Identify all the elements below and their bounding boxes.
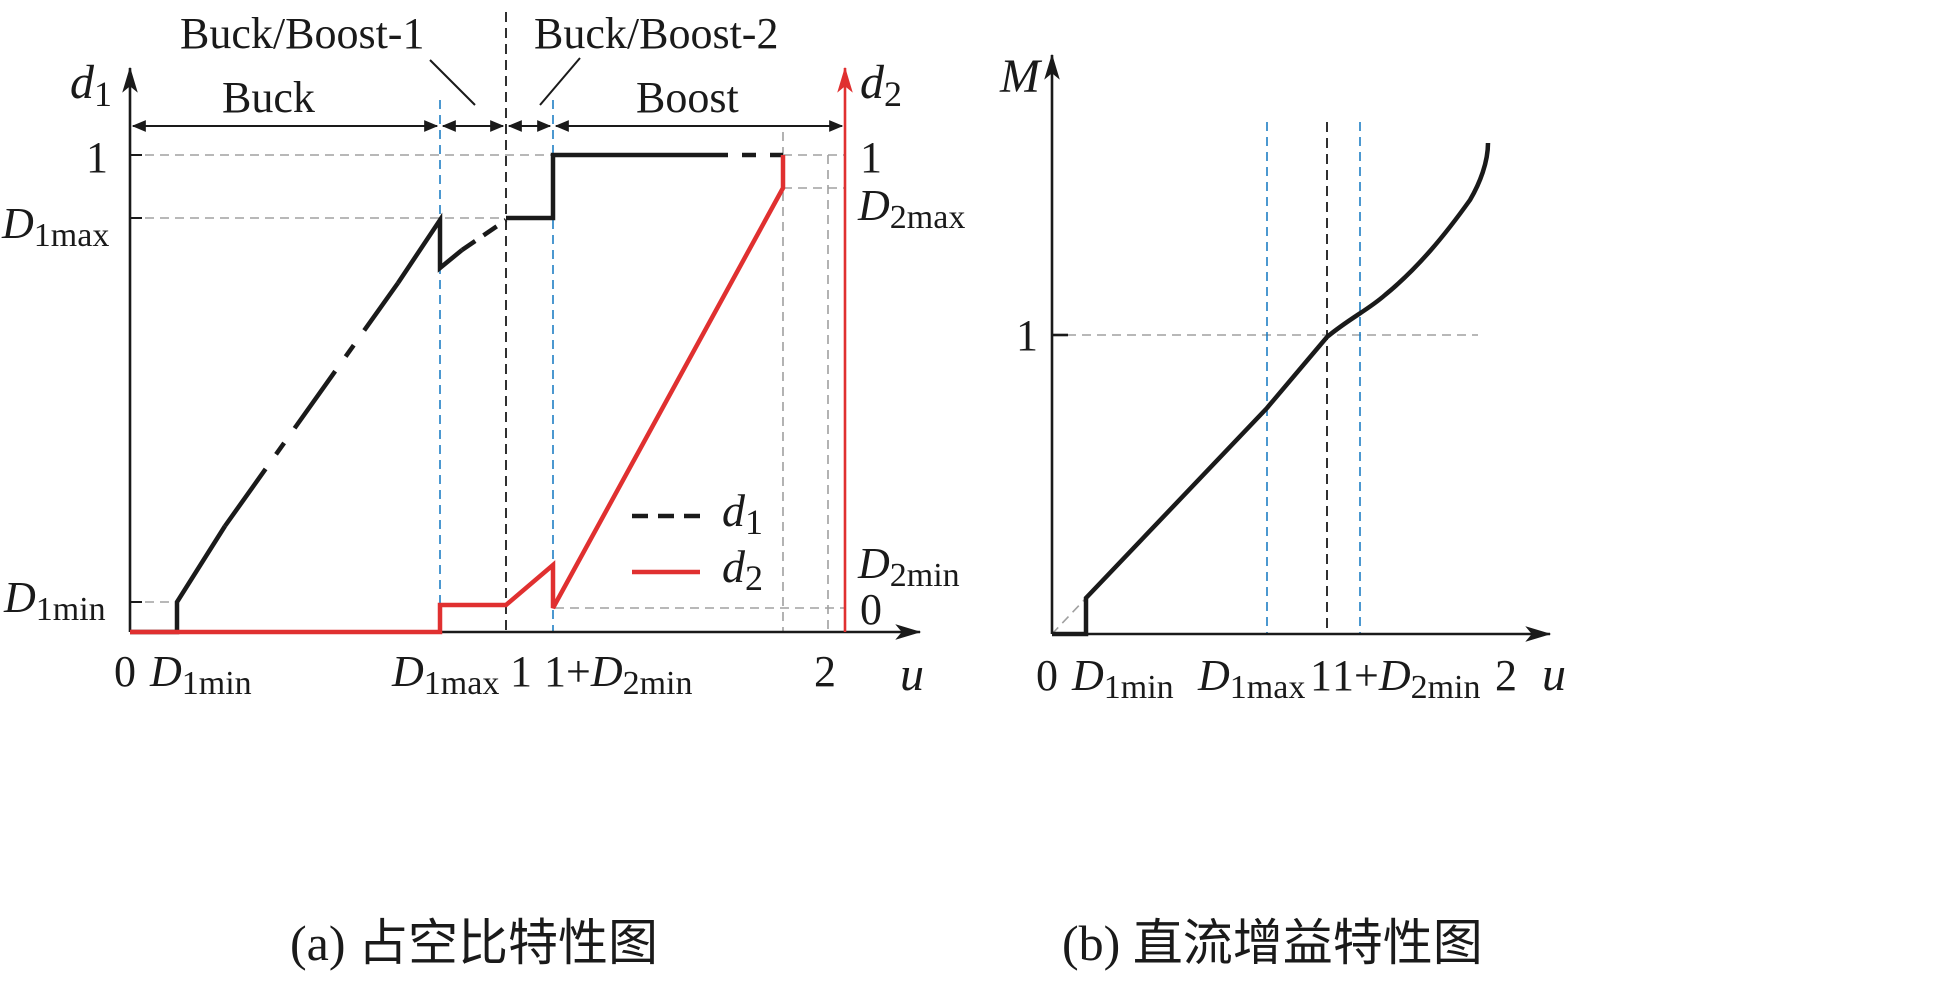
region-label-boost: Boost [636, 73, 739, 122]
d1-seg-bb1-dashed [460, 218, 508, 252]
region-label-buck-boost-1: Buck/Boost-1 [180, 9, 424, 58]
right-tick-zero: 0 [860, 585, 882, 634]
x-tick-d1max-a: D1max [391, 647, 499, 702]
legend-a: d1 d2 [632, 485, 763, 598]
panel-a: 1 D1max D1min 1 D2max D2min 0 d1 d2 u 0 … [1, 9, 965, 971]
right-tick-d2max: D2max [857, 181, 965, 236]
x-tick-one-plus-d2min-b: 1+D2min [1332, 651, 1481, 706]
left-tick-one: 1 [86, 133, 108, 182]
caption-b: (b) 直流增益特性图 [1062, 915, 1483, 971]
axis-title-d1: d1 [70, 56, 112, 114]
leader-buck-boost-2 [539, 57, 581, 106]
curve-d2 [130, 155, 786, 635]
left-tick-d1min: D1min [3, 573, 106, 628]
axis-title-u-a: u [900, 648, 924, 701]
axis-title-u-b: u [1542, 648, 1566, 701]
y-tick-one-b: 1 [1016, 311, 1038, 360]
panel-b: M 1 u 0 D1min D1max 1 1+D2min 2 (b) 直流增益… [999, 50, 1566, 971]
legend-d2-label: d2 [722, 541, 763, 598]
x-tick-one-b: 1 [1310, 651, 1332, 700]
curve-d1 [130, 152, 783, 635]
x-tick-two-a: 2 [814, 647, 836, 696]
panel-a-blue-lines [439, 100, 554, 632]
x-tick-two-b: 2 [1495, 651, 1517, 700]
left-tick-d1max: D1max [1, 199, 109, 254]
axis-title-d2: d2 [860, 56, 902, 114]
x-tick-one-plus-d2min-a: 1+D2min [544, 647, 693, 702]
d1-seg-zero [130, 524, 227, 635]
x-tick-d1max-b: D1max [1197, 651, 1305, 706]
leader-buck-boost-1 [429, 59, 476, 106]
region-label-buck: Buck [222, 73, 315, 122]
panel-a-region-arrows [131, 57, 844, 132]
region-label-buck-boost-2: Buck/Boost-2 [534, 9, 778, 58]
x-tick-d1min-a: D1min [149, 647, 252, 702]
caption-a: (a) 占空比特性图 [290, 915, 658, 971]
guide-origin-diag [1051, 597, 1087, 635]
d1-seg-bb2 [506, 152, 680, 221]
d1-seg-buck-top [396, 212, 464, 285]
axis-title-m: M [999, 50, 1043, 103]
x-tick-zero-a: 0 [114, 647, 136, 696]
right-tick-one: 1 [860, 133, 882, 182]
x-tick-one-a: 1 [510, 647, 532, 696]
x-tick-zero-b: 0 [1036, 651, 1058, 700]
d1-seg-buck-dashdot [223, 281, 400, 528]
right-tick-d2min: D2min [857, 539, 960, 594]
x-tick-d1min-b: D1min [1071, 651, 1174, 706]
panel-a-guide-lines [130, 132, 845, 632]
legend-d1-label: d1 [722, 485, 763, 542]
curve-dc-gain [1052, 142, 1491, 637]
